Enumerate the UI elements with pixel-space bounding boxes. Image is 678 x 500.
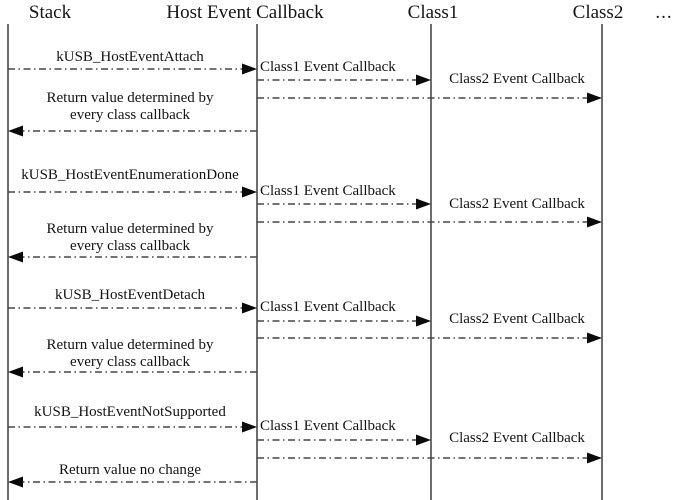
more-classes-ellipsis: ... <box>655 2 673 23</box>
arrowhead-enumdone-class2 <box>587 216 602 228</box>
arrowhead-attach-class1 <box>416 74 431 86</box>
arrowhead-attach-event <box>242 63 257 75</box>
arrowhead-notsupported-class2 <box>587 452 602 464</box>
arrowhead-enumdone-class1 <box>416 198 431 210</box>
arrowhead-notsupported-event <box>242 421 257 433</box>
arrowhead-enumdone-return <box>8 251 23 263</box>
arrowhead-notsupported-return <box>8 476 23 488</box>
arrowhead-attach-class2 <box>587 92 602 104</box>
arrowhead-detach-class1 <box>416 315 431 327</box>
arrowhead-attach-return <box>8 125 23 137</box>
arrowhead-detach-return <box>8 366 23 378</box>
arrowhead-detach-event <box>242 302 257 314</box>
arrowhead-notsupported-class1 <box>416 434 431 446</box>
arrowhead-enumdone-event <box>242 186 257 198</box>
arrowhead-detach-class2 <box>587 332 602 344</box>
